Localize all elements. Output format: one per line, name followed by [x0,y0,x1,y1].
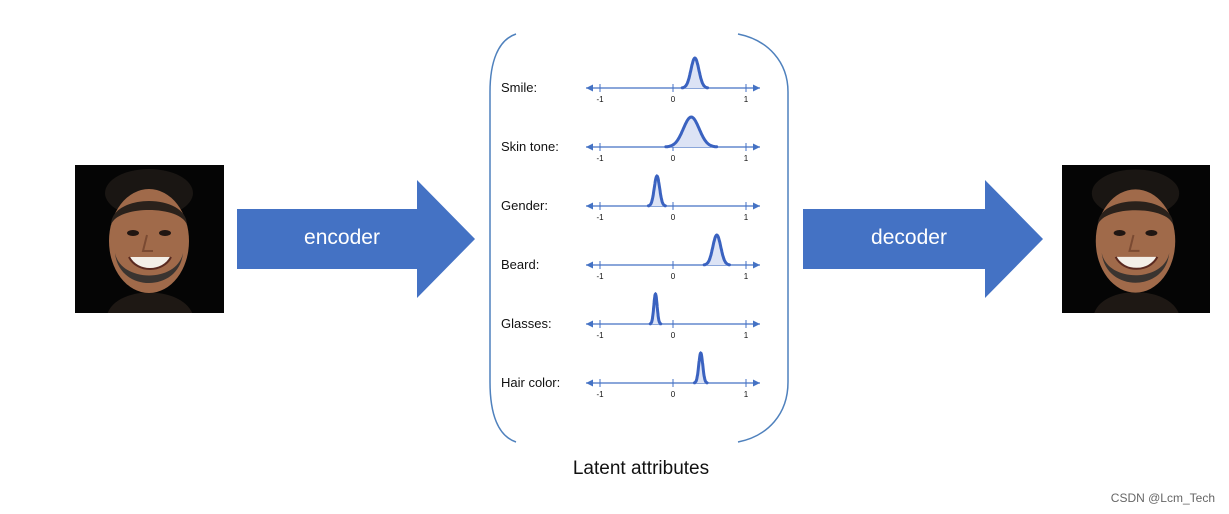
axis-arrow-right [753,379,760,387]
decoder-arrow [803,180,1043,298]
axis-arrow-left [586,379,593,387]
axis-arrow-right [753,84,760,92]
input-face-image [75,165,224,313]
output-face-image [1062,165,1210,313]
axis-arrow-left [586,202,593,210]
tick-label: 0 [670,390,676,399]
watermark: CSDN @Lcm_Tech [1110,491,1215,505]
latent-distributions [586,56,760,387]
tick-label: 1 [743,272,749,281]
tick-label: 0 [670,272,676,281]
attribute-plot [586,291,760,328]
tick-label: -1 [596,213,604,222]
axis-arrow-left [586,143,593,151]
tick-label: -1 [596,95,604,104]
axis-arrow-left [586,84,593,92]
attribute-label: Beard: [501,257,540,272]
tick-label: 0 [670,213,676,222]
tick-label: -1 [596,331,604,340]
latent-title: Latent attributes [572,458,710,479]
attribute-plot [586,233,760,269]
attribute-label: Gender: [501,198,548,213]
tick-label: -1 [596,154,604,163]
distribution-curve [664,115,719,149]
axis-arrow-left [586,261,593,269]
attribute-label: Glasses: [501,316,552,331]
tick-label: -1 [596,272,604,281]
tick-label: 1 [743,331,749,340]
latent-bracket [489,33,789,443]
distribution-curve [702,233,731,267]
distribution-curve [692,351,709,385]
distribution-curve [648,291,663,326]
attribute-plot [586,56,760,92]
attribute-label: Smile: [501,80,538,95]
tick-label: 1 [743,390,749,399]
tick-label: 0 [670,95,676,104]
tick-label: 0 [670,154,676,163]
tick-label: -1 [596,390,604,399]
axis-arrow-right [753,202,760,210]
attribute-plot [586,351,760,387]
tick-label: 1 [743,154,749,163]
axis-arrow-right [753,320,760,328]
distribution-fill [665,117,717,147]
attribute-plot [586,115,760,151]
axis-arrow-right [753,261,760,269]
encoder-label: encoder [304,226,380,249]
attribute-plot [586,174,760,210]
tick-label: 0 [670,331,676,340]
tick-label: 1 [743,213,749,222]
distribution-curve [646,174,667,208]
face-photo-icon [75,165,224,313]
distribution-curve [680,56,710,90]
face-photo-icon [1062,165,1210,313]
encoder-arrow [237,180,475,298]
axis-arrow-left [586,320,593,328]
decoder-label: decoder [871,226,947,249]
attribute-label: Hair color: [501,375,561,390]
tick-label: 1 [743,95,749,104]
attribute-label: Skin tone: [501,139,559,154]
axis-arrow-right [753,143,760,151]
